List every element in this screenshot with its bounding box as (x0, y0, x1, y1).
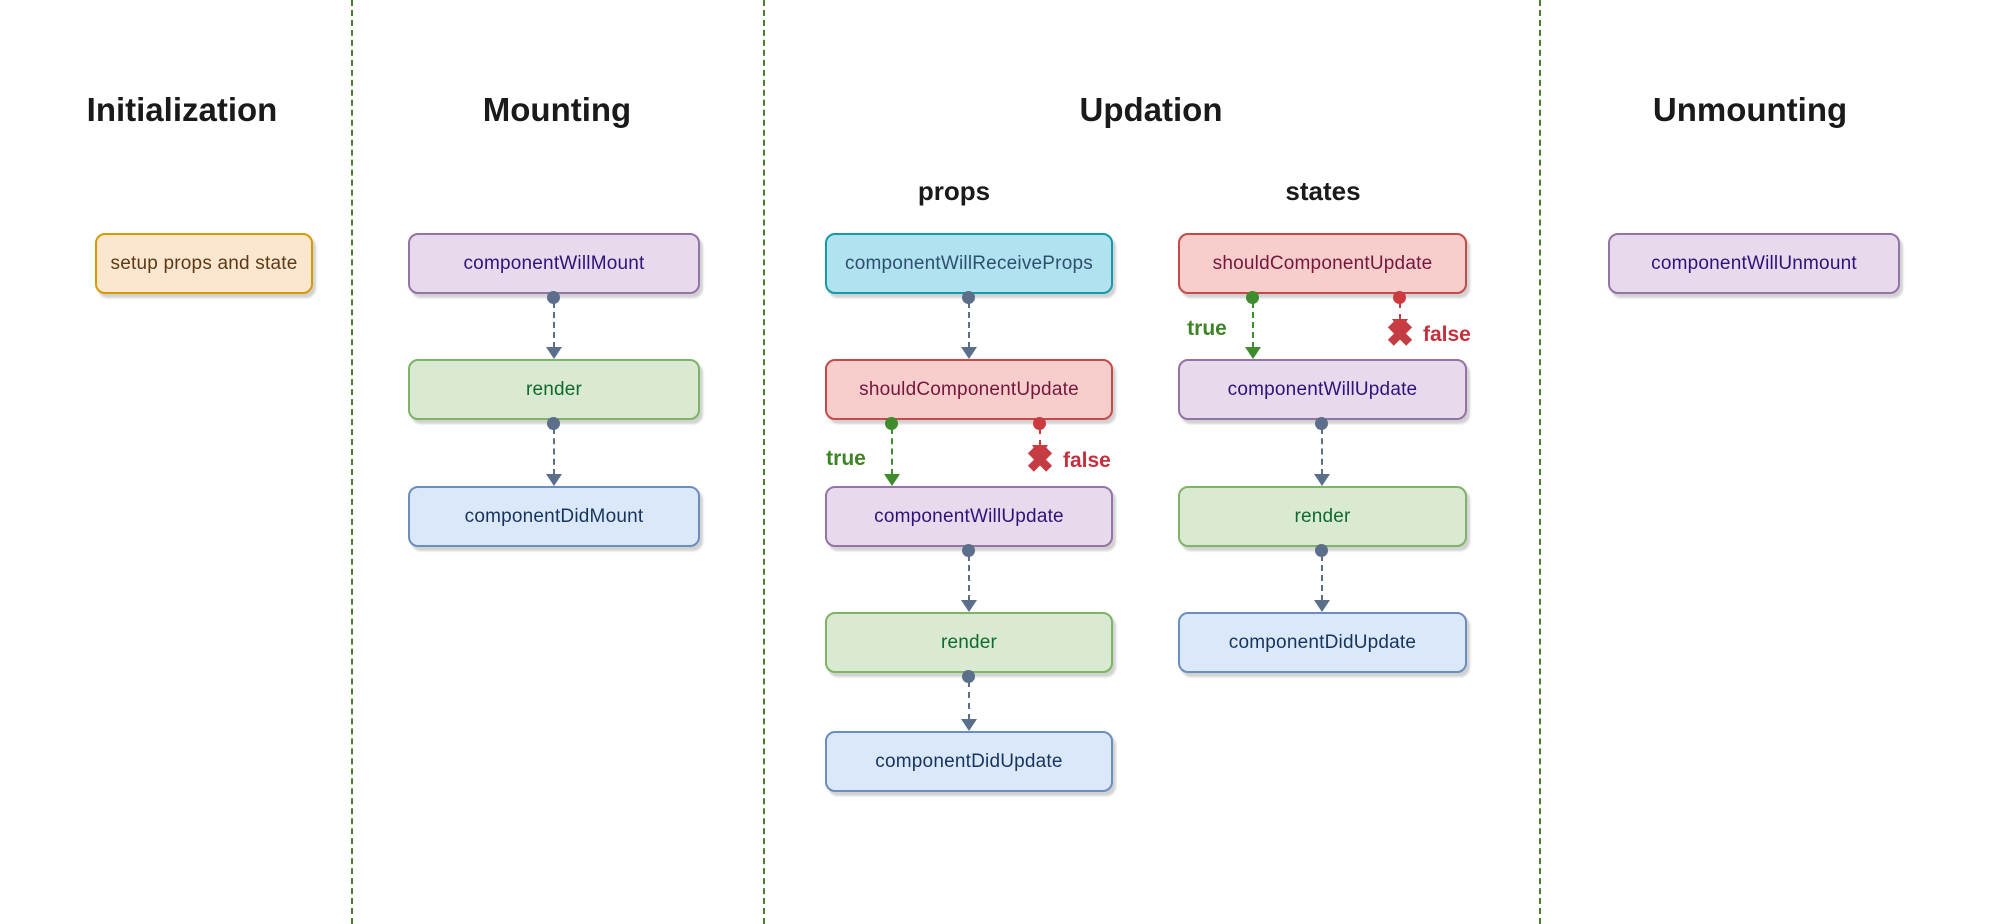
flow-arrow-false-branch-states (1392, 291, 1408, 331)
flow-arrow-receiveprops-to-shouldupdate (961, 291, 977, 359)
node-should-component-update-states: shouldComponentUpdate (1178, 233, 1467, 294)
branch-label-false-props: false (1063, 449, 1111, 472)
node-render-states: render (1178, 486, 1467, 547)
node-label: componentWillUpdate (874, 505, 1064, 527)
node-component-did-update-props: componentDidUpdate (825, 731, 1113, 792)
node-component-did-mount: componentDidMount (408, 486, 700, 547)
node-label: shouldComponentUpdate (859, 378, 1079, 400)
flow-arrow-render-to-didupdate-props (961, 670, 977, 731)
flow-arrow-false-branch-props (1032, 417, 1048, 457)
node-label: componentWillReceiveProps (845, 252, 1093, 274)
node-component-did-update-states: componentDidUpdate (1178, 612, 1467, 673)
arrow-dashed-line (891, 428, 893, 475)
branch-label-false-states: false (1423, 323, 1471, 346)
flow-arrow-true-branch-props (884, 417, 900, 486)
arrow-head-icon (884, 474, 900, 486)
arrow-dashed-line (553, 302, 555, 348)
flow-arrow-render-to-didmount (546, 417, 562, 486)
arrow-dashed-line (968, 555, 970, 601)
flow-arrow-willupdate-to-render-states (1314, 417, 1330, 486)
arrow-dashed-line (1321, 555, 1323, 601)
arrow-start-dot (962, 670, 975, 683)
flow-arrow-willmount-to-render (546, 291, 562, 359)
arrow-start-dot (1393, 291, 1406, 304)
node-component-will-mount: componentWillMount (408, 233, 700, 294)
arrow-dashed-line (968, 302, 970, 348)
arrow-head-icon (546, 474, 562, 486)
node-label: componentDidMount (464, 505, 644, 527)
arrow-start-dot (885, 417, 898, 430)
section-title-updation: Updation (1079, 91, 1223, 128)
arrow-start-dot (1315, 417, 1328, 430)
section-divider-2 (763, 0, 765, 924)
arrow-dashed-line (1399, 302, 1401, 320)
node-label: render (940, 631, 998, 653)
node-should-component-update-props: shouldComponentUpdate (825, 359, 1113, 420)
arrow-head-icon (961, 719, 977, 731)
arrow-head-icon (1314, 474, 1330, 486)
branch-label-true-states: true (1187, 317, 1227, 340)
node-label: componentWillUnmount (1651, 252, 1857, 274)
subcolumn-title-states: states (1285, 176, 1361, 206)
arrow-start-dot (1315, 544, 1328, 557)
arrow-head-icon (546, 347, 562, 359)
node-label: shouldComponentUpdate (1212, 252, 1433, 274)
section-title-mounting: Mounting (482, 91, 632, 128)
node-render-mounting: render (408, 359, 700, 420)
arrow-start-dot (547, 417, 560, 430)
node-label: setup props and state (110, 252, 298, 274)
arrow-dashed-line (1039, 428, 1041, 446)
arrow-start-dot (1033, 417, 1046, 430)
branch-label-true-props: true (826, 447, 866, 470)
arrow-start-dot (547, 291, 560, 304)
arrow-head-icon (961, 600, 977, 612)
flow-arrow-true-branch-states (1245, 291, 1261, 359)
arrow-dashed-line (968, 681, 970, 720)
arrow-dashed-line (1321, 428, 1323, 475)
arrow-head-icon (961, 347, 977, 359)
arrow-dashed-line (1252, 302, 1254, 348)
node-component-will-unmount: componentWillUnmount (1608, 233, 1900, 294)
section-title-initialization: Initialization (86, 91, 278, 128)
section-divider-1 (351, 0, 353, 924)
false-cross-icon-props: ✖ (1025, 442, 1055, 480)
section-divider-3 (1539, 0, 1541, 924)
node-label: render (1294, 505, 1351, 527)
arrow-start-dot (962, 544, 975, 557)
arrow-head-icon (1392, 319, 1408, 331)
node-component-will-update-props: componentWillUpdate (825, 486, 1113, 547)
flow-arrow-willupdate-to-render-props (961, 544, 977, 612)
arrow-start-dot (962, 291, 975, 304)
node-setup-props-and-state: setup props and state (95, 233, 313, 294)
node-label: componentWillMount (463, 252, 645, 274)
arrow-head-icon (1032, 445, 1048, 457)
node-label: componentWillUpdate (1227, 378, 1418, 400)
false-cross-icon-states: ✖ (1385, 316, 1415, 354)
flow-arrow-render-to-didupdate-states (1314, 544, 1330, 612)
node-label: componentDidUpdate (1228, 631, 1417, 653)
node-component-will-receive-props: componentWillReceiveProps (825, 233, 1113, 294)
arrow-dashed-line (553, 428, 555, 475)
arrow-start-dot (1246, 291, 1259, 304)
node-label: render (525, 378, 583, 400)
section-title-unmounting: Unmounting (1652, 91, 1848, 128)
node-component-will-update-states: componentWillUpdate (1178, 359, 1467, 420)
arrow-head-icon (1314, 600, 1330, 612)
node-render-props: render (825, 612, 1113, 673)
subcolumn-title-props: props (917, 176, 991, 206)
arrow-head-icon (1245, 347, 1261, 359)
node-label: componentDidUpdate (875, 750, 1063, 772)
